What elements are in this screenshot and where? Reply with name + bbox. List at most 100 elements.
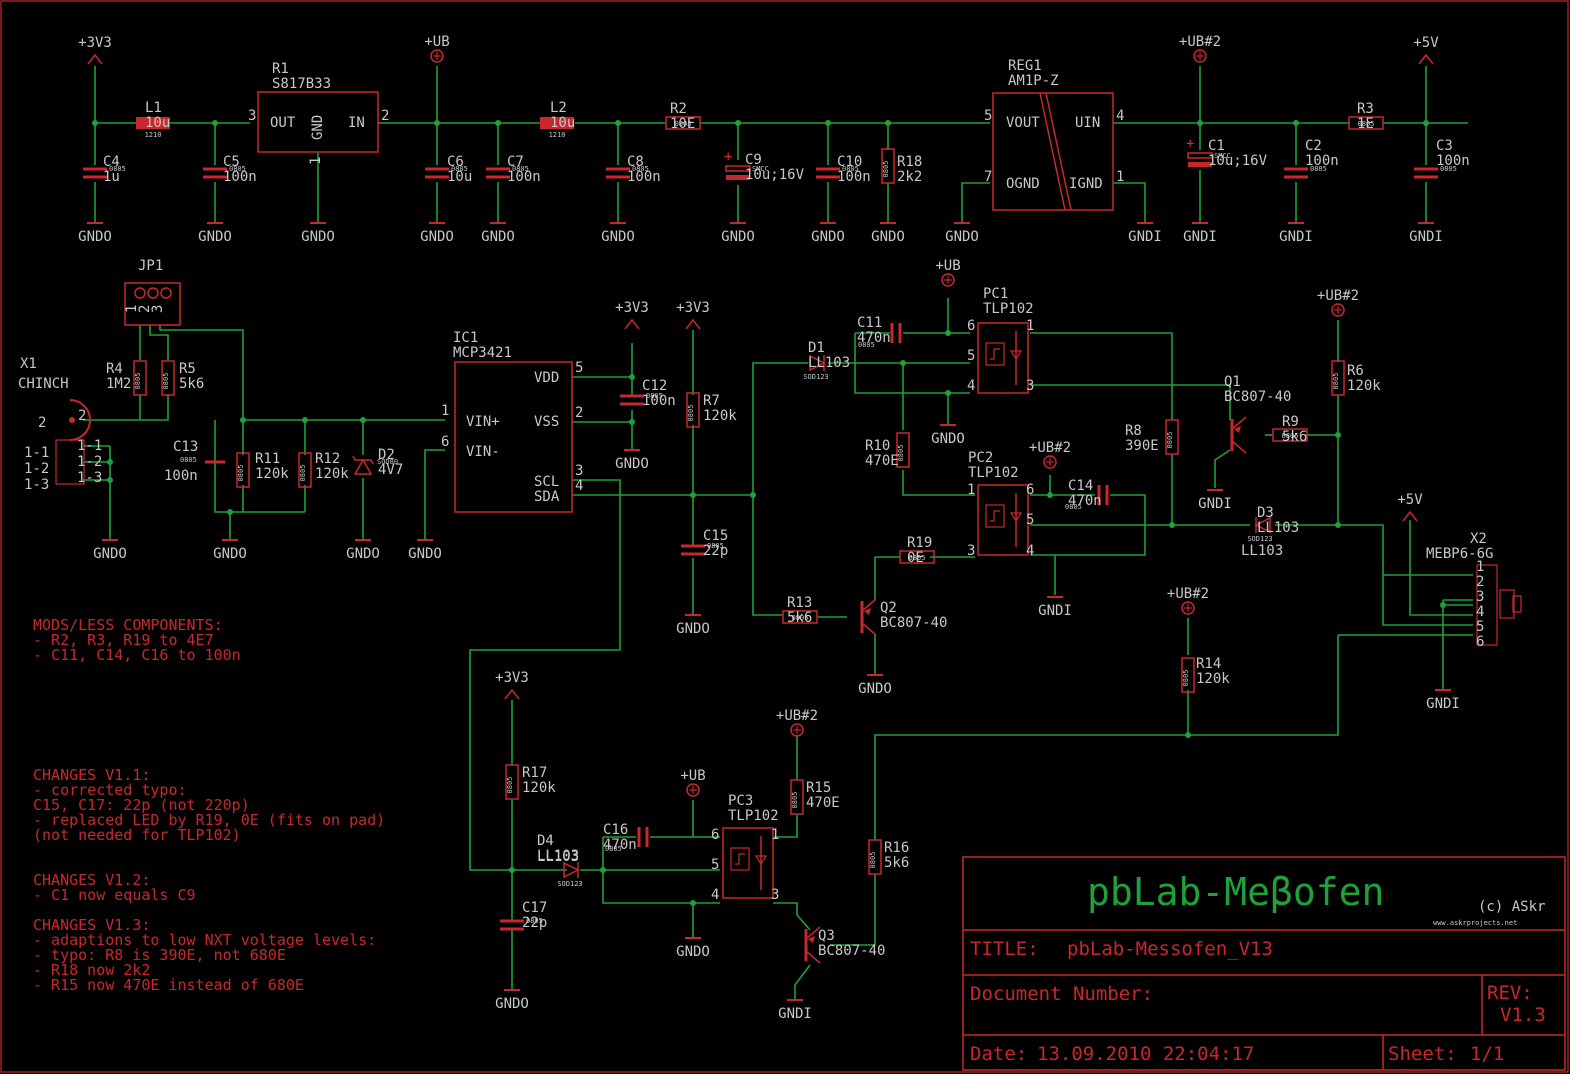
reference-label: R6 bbox=[1347, 363, 1364, 379]
reference-label: D3 bbox=[1257, 505, 1274, 521]
sheet-value: 1/1 bbox=[1470, 1043, 1504, 1065]
note-line: CHANGES V1.1: bbox=[33, 766, 150, 784]
reference-label: Q3 bbox=[818, 928, 835, 944]
pin-label: VIN+ bbox=[466, 414, 500, 430]
net-label: GNDI bbox=[1183, 229, 1217, 245]
polarity-mark: + bbox=[1186, 136, 1194, 152]
value-label: 120k bbox=[315, 466, 349, 482]
value-label: 120k bbox=[1196, 671, 1230, 687]
ground-gndo: GNDO bbox=[93, 539, 127, 562]
pin-number: 1 bbox=[308, 157, 324, 165]
note-line: MODS/LESS COMPONENTS: bbox=[33, 616, 223, 634]
reference-label: D1 bbox=[808, 340, 825, 356]
pin-number: 1 bbox=[771, 827, 779, 843]
pin-label: UIN bbox=[1075, 115, 1100, 131]
revision-label: REV: bbox=[1487, 982, 1533, 1004]
notes-mods: MODS/LESS COMPONENTS:- R2, R3, R19 to 4E… bbox=[33, 616, 241, 664]
wires bbox=[83, 66, 1473, 1000]
value-label: 470E bbox=[806, 795, 840, 811]
pin-number: 3 bbox=[967, 543, 975, 559]
reference-label: R15 bbox=[806, 780, 831, 796]
value-label: 100n bbox=[1305, 153, 1339, 169]
package-label: 0805 bbox=[134, 373, 142, 390]
reference-label: R7 bbox=[703, 393, 720, 409]
package-label: 0805 bbox=[1065, 503, 1082, 511]
package-label: 0805 bbox=[858, 341, 875, 349]
pin-number: 4 bbox=[967, 378, 975, 394]
pin-number: 6 bbox=[441, 434, 449, 450]
junction-dot bbox=[885, 120, 891, 126]
pin-label: GND bbox=[310, 115, 326, 140]
package-label: 0805 bbox=[512, 165, 529, 173]
note-line: - C1 now equals C9 bbox=[33, 886, 196, 904]
ground-gndo: GNDO bbox=[676, 614, 710, 637]
reference-label: C1 bbox=[1208, 138, 1225, 154]
package-label: 0805 bbox=[526, 917, 543, 925]
reference-label: R10 bbox=[865, 438, 890, 454]
net-label: GNDO bbox=[871, 229, 905, 245]
junction-dot bbox=[945, 330, 951, 336]
package-label: 0805 bbox=[646, 392, 663, 400]
pin-number: 3 bbox=[150, 305, 166, 313]
junction-dot bbox=[1440, 602, 1446, 608]
reference-label: R4 bbox=[106, 361, 123, 377]
note-line: - R15 now 470E instead of 680E bbox=[33, 976, 304, 994]
net-label: GNDI bbox=[1426, 696, 1460, 712]
junction-dot bbox=[600, 867, 606, 873]
document-number-label: Document Number: bbox=[970, 983, 1153, 1005]
ground-gndo: GNDO bbox=[78, 222, 112, 245]
supply-v5-x2: +5V bbox=[1397, 492, 1423, 522]
value-label: 100n bbox=[627, 169, 661, 185]
junction-dot bbox=[629, 419, 635, 425]
net-label: GNDO bbox=[721, 229, 755, 245]
package-label: 0805 bbox=[162, 373, 170, 390]
pin-number: 3 bbox=[575, 463, 583, 479]
value-label: 120k bbox=[1347, 378, 1381, 394]
junction-dot bbox=[750, 492, 756, 498]
reference-label: R13 bbox=[787, 595, 812, 611]
junction-dot bbox=[735, 120, 741, 126]
reference-label: C3 bbox=[1436, 138, 1453, 154]
net-label: GNDO bbox=[945, 229, 979, 245]
package-label: SOD123 bbox=[803, 373, 828, 381]
reference-label: R17 bbox=[522, 765, 547, 781]
package-label: 0805 bbox=[792, 614, 809, 622]
notes-v13: CHANGES V1.3:- adaptions to low NXT volt… bbox=[33, 916, 376, 994]
pin-label: 1-3 bbox=[77, 470, 102, 486]
junction-dot bbox=[434, 120, 440, 126]
net-label: GNDO bbox=[408, 546, 442, 562]
package-label: 0805 bbox=[675, 120, 692, 128]
ground-gndi: GNDI bbox=[1183, 222, 1217, 245]
value-label: 1u bbox=[103, 169, 120, 185]
package-label: 0805 bbox=[632, 165, 649, 173]
supply-v33-ic: +3V3 bbox=[615, 300, 649, 330]
package-label: 0805 bbox=[1282, 432, 1299, 440]
package-label: 0805 bbox=[299, 465, 307, 482]
junction-dot bbox=[629, 374, 635, 380]
value-label: BC807-40 bbox=[818, 943, 885, 959]
pin-number: 5 bbox=[1026, 512, 1034, 528]
ground-gndo: GNDO bbox=[676, 937, 710, 960]
pin-number: 2 bbox=[137, 305, 153, 313]
notes-v12: CHANGES V1.2:- C1 now equals C9 bbox=[33, 871, 196, 904]
net-label: GNDI bbox=[1128, 229, 1162, 245]
value-label: 470n bbox=[603, 837, 637, 853]
value-label: LL103 bbox=[1241, 543, 1283, 559]
pin-number: 3 bbox=[771, 887, 779, 903]
ground-gndi: GNDI bbox=[1426, 689, 1460, 712]
value-label: 0E bbox=[907, 550, 924, 566]
junction-dot bbox=[1335, 522, 1341, 528]
